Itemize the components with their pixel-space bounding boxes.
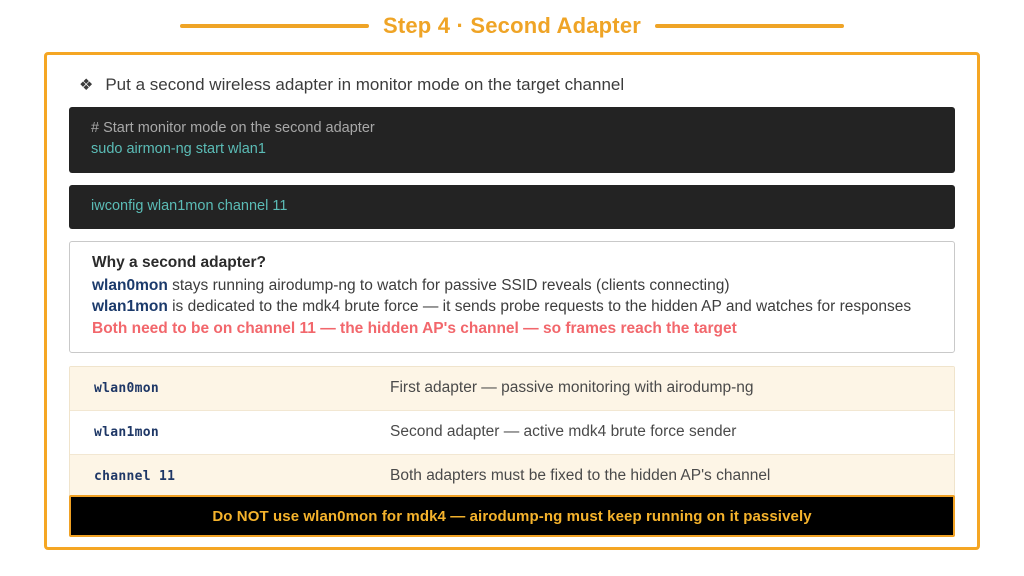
explanation-title: Why a second adapter? — [92, 254, 266, 272]
code-block-monitor-mode[interactable]: # Start monitor mode on the second adapt… — [69, 107, 955, 173]
reference-table: wlan0mon First adapter — passive monitor… — [69, 365, 955, 499]
table-cell-description: Both adapters must be fixed to the hidde… — [390, 467, 771, 485]
warning-banner-text: Do NOT use wlan0mon for mdk4 — airodump-… — [212, 507, 812, 525]
code-command-line: iwconfig wlan1mon channel 11 — [91, 197, 288, 214]
explanation-rest-wlan0mon: stays running airodump-ng to watch for p… — [167, 277, 730, 295]
table-cell-key: channel 11 — [94, 468, 176, 484]
step-card: ❖ Put a second wireless adapter in monit… — [44, 52, 980, 550]
table-cell-key: wlan0mon — [94, 380, 160, 396]
code-command-line: sudo airmon-ng start wlan1 — [91, 140, 266, 157]
header-rule-left — [180, 24, 369, 28]
objective-row: ❖ Put a second wireless adapter in monit… — [69, 69, 955, 107]
explanation-strong-wlan1mon: wlan1mon — [92, 297, 168, 315]
objective-text: Put a second wireless adapter in monitor… — [105, 75, 625, 94]
table-row: wlan1mon Second adapter — active mdk4 br… — [70, 410, 954, 455]
code-block-set-channel[interactable]: iwconfig wlan1mon channel 11 — [69, 184, 955, 230]
table-row: channel 11 Both adapters must be fixed t… — [70, 454, 954, 498]
explanation-rest-wlan1mon: is dedicated to the mdk4 brute force — i… — [167, 297, 912, 315]
explanation-line-wlan1mon: wlan1mon is dedicated to the mdk4 brute … — [92, 297, 936, 318]
table-cell-key: wlan1mon — [94, 424, 160, 440]
page-header: Step 4 · Second Adapter — [0, 0, 1024, 52]
table-cell-description: Second adapter — active mdk4 brute force… — [390, 423, 737, 441]
page-title: Step 4 · Second Adapter — [382, 13, 642, 38]
table-row: wlan0mon First adapter — passive monitor… — [70, 366, 954, 411]
explanation-channel-warning: Both need to be on channel 11 — the hidd… — [92, 319, 737, 337]
code-comment-line: # Start monitor mode on the second adapt… — [91, 120, 375, 137]
table-cell-description: First adapter — passive monitoring with … — [390, 379, 754, 397]
diamond-bullet-icon: ❖ — [79, 77, 94, 94]
warning-banner: Do NOT use wlan0mon for mdk4 — airodump-… — [69, 495, 955, 537]
explanation-strong-wlan0mon: wlan0mon — [92, 277, 168, 295]
explanation-line-wlan0mon: wlan0mon stays running airodump-ng to wa… — [92, 276, 936, 297]
header-rule-right — [655, 24, 844, 28]
explanation-box: Why a second adapter? wlan0mon stays run… — [69, 241, 955, 353]
